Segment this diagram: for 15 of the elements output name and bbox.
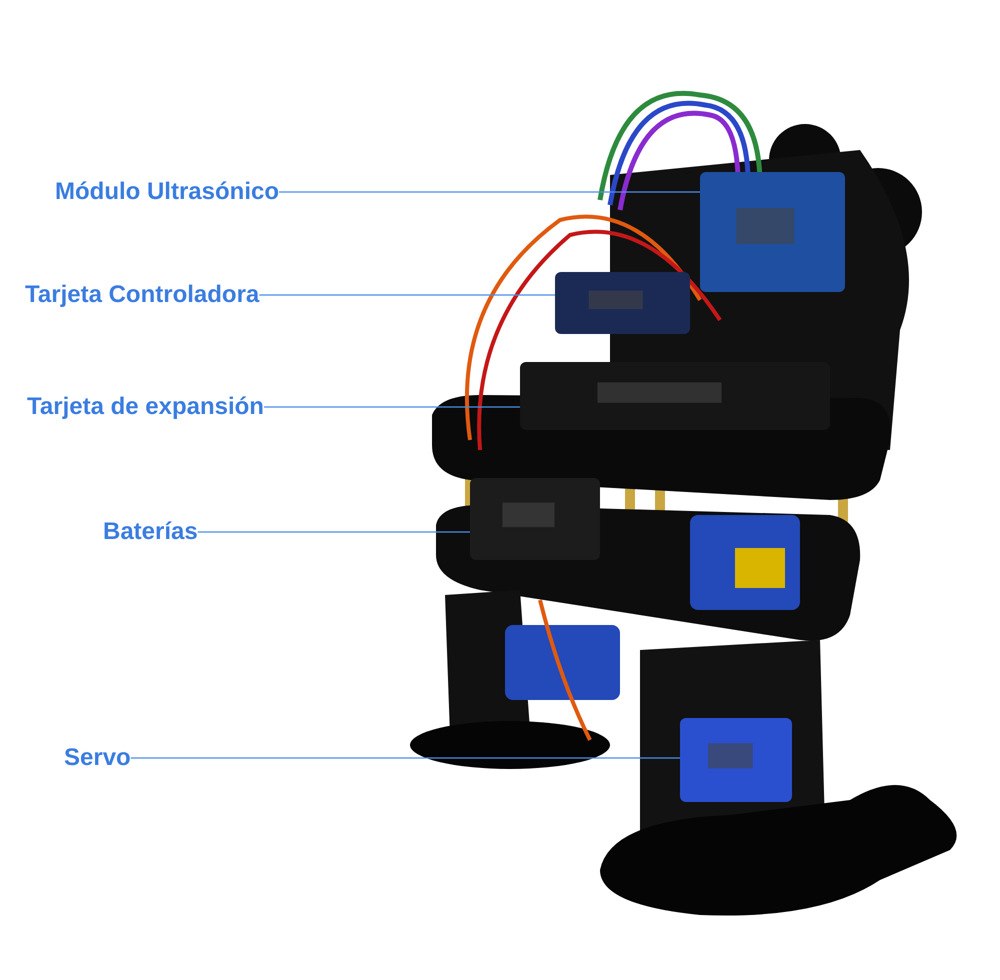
battery-holder [470,478,600,560]
part-label: Servo [64,744,131,772]
servo-motor [680,718,792,802]
part-label: Baterías [103,518,198,546]
part-label: Tarjeta Controladora [25,281,260,309]
leader-line [279,191,700,193]
ultrasonic-module [700,172,845,292]
circuit-board [555,272,690,334]
expansion-board [520,362,830,430]
part-label: Tarjeta de expansión [27,393,264,421]
leader-line [130,757,680,759]
leader-line [264,406,520,408]
leader-line [259,294,555,296]
leader-line [198,531,470,533]
part-label: Módulo Ultrasónico [55,178,279,206]
